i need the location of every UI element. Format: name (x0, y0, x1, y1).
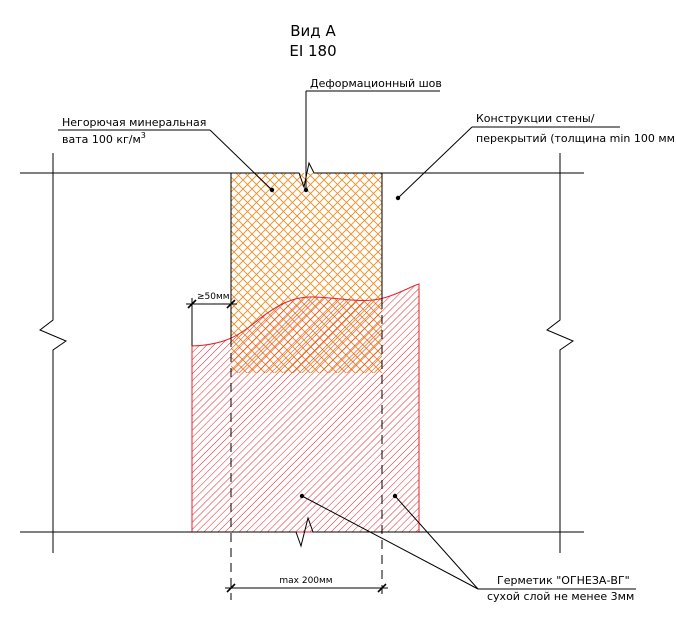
bottom-wall-edge (20, 516, 584, 548)
wool-label-line2: вата 100 кг/м3 (62, 131, 146, 146)
width-dim-label: max 200мм (279, 576, 332, 586)
width-dim-tick-left (226, 583, 236, 593)
right-wall-break-line (546, 153, 575, 553)
wool-label-text: вата 100 кг/м (62, 133, 141, 146)
sealant-label-line2: сухой слой не менее 3мм (487, 590, 634, 603)
wool-label-superscript: 3 (141, 131, 146, 140)
sealant-fill (191, 283, 420, 533)
wall-leader-dot (395, 195, 401, 201)
overlap-dim-label: ≥50мм (197, 292, 230, 302)
wool-leader (209, 129, 273, 191)
view-title: Вид А (290, 22, 336, 40)
width-dim-tick-right (377, 583, 387, 593)
wall-label-line2: перекрытий (толщина min 100 мм) (476, 132, 676, 145)
sealant-label-line1: Герметик "ОГНЕЗА-ВГ" (497, 574, 630, 587)
fire-rating: EI 180 (289, 42, 336, 60)
wool-label-line1: Негорючая минеральная (62, 116, 206, 129)
joint-label: Деформационный шов (310, 77, 442, 90)
sealant-leader-dot-1 (299, 493, 305, 499)
overlap-dim-tick-left (187, 299, 197, 309)
wool-leader-dot (269, 187, 275, 193)
sealant-leader-dot-2 (392, 493, 398, 499)
wall-leader (397, 126, 473, 199)
overlap-dim-tick-right (226, 299, 236, 309)
joint-leader-dot (303, 187, 309, 193)
sealant-leader-2 (394, 495, 479, 590)
wall-label-line1: Конструкции стены/ (476, 112, 595, 125)
left-wall-break-line (39, 153, 68, 553)
sealant-leader-1 (301, 495, 479, 590)
